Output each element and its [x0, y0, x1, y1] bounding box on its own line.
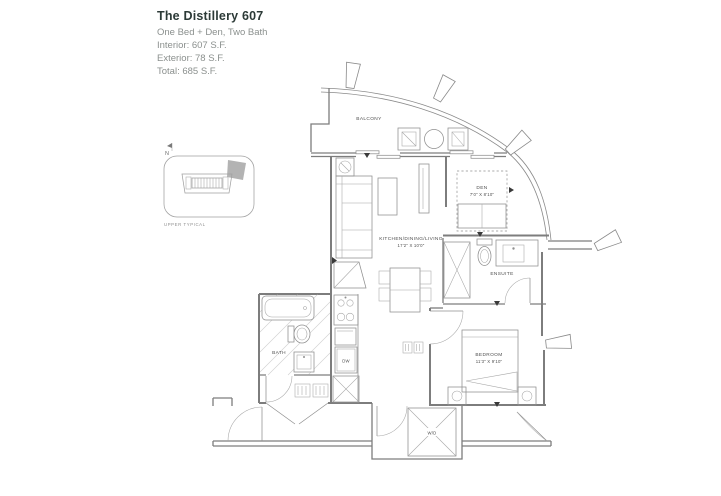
hall-cabinet	[402, 341, 424, 354]
kitchen-peninsula	[333, 261, 367, 289]
facade-fins	[345, 61, 623, 349]
ensuite-door	[504, 277, 531, 304]
curved-facade-glass	[320, 87, 552, 241]
toilet	[287, 324, 311, 344]
bedroom-label: BEDROOM	[475, 352, 502, 358]
balcony-table	[424, 129, 444, 149]
kitchen: DW	[332, 261, 367, 403]
corridor-end-door	[516, 411, 548, 442]
dishwasher-label: DW	[342, 359, 350, 364]
sofa	[335, 175, 373, 259]
kitchen-living-dims: 17'2" X 10'0"	[398, 243, 425, 248]
dining-set	[378, 267, 432, 313]
facade-fin	[593, 229, 623, 252]
dining-chair	[419, 270, 432, 285]
shower	[443, 241, 471, 299]
dining-chair	[378, 270, 391, 285]
balcony-label: BALCONY	[356, 116, 382, 122]
bath-door	[265, 375, 293, 403]
north-compass-icon: N	[165, 143, 173, 157]
laundry-closet: W/D	[407, 407, 457, 457]
interior-area-label: Interior: 607 S.F.	[157, 40, 227, 51]
den-dims: 7'0" X 8'10"	[470, 192, 495, 197]
balcony: BALCONY	[356, 116, 469, 151]
ensuite-toilet	[476, 238, 493, 266]
bedroom-door	[429, 310, 464, 345]
den-label: DEN	[476, 185, 487, 191]
dining-chair	[378, 287, 391, 302]
sliding-door	[355, 150, 495, 159]
dishwasher: DW	[334, 346, 358, 374]
entry-cabinets	[294, 383, 329, 398]
nightstand	[517, 386, 537, 406]
unit-type-label: One Bed + Den, Two Bath	[157, 27, 268, 38]
facade-fin	[545, 333, 573, 349]
nightstand	[447, 386, 467, 406]
exterior-area-label: Exterior: 78 S.F.	[157, 53, 225, 64]
facade-fin	[345, 61, 361, 90]
ensuite: ENSUITE	[443, 238, 539, 299]
building-core	[181, 173, 233, 194]
den-desk	[457, 203, 507, 229]
building-outline	[163, 155, 255, 218]
key-plan-caption: UPPER TYPICAL	[164, 222, 206, 227]
utility-symbol	[335, 157, 355, 177]
corridor-door	[227, 406, 263, 442]
ensuite-vanity	[495, 239, 539, 267]
bath: BATH	[259, 293, 331, 376]
bathtub	[261, 295, 315, 321]
facade-fin	[504, 129, 532, 156]
coffee-table	[377, 177, 398, 216]
den-boundary	[456, 170, 508, 232]
ensuite-label: ENSUITE	[490, 271, 513, 277]
total-area-label: Total: 685 S.F.	[157, 66, 218, 77]
oven	[334, 327, 357, 346]
living-area: KITCHEN/DINING/LIVING 17'2" X 10'0"	[335, 157, 443, 259]
fridge	[332, 375, 360, 403]
bath-label: BATH	[272, 350, 286, 356]
bedroom: BEDROOM 11'3" X 9'10"	[447, 329, 537, 406]
balcony-chair	[447, 127, 469, 151]
page-title: The Distillery 607	[157, 9, 264, 23]
entry-double-door	[265, 402, 329, 425]
tv-console	[418, 163, 430, 214]
kitchen-living-label: KITCHEN/DINING/LIVING	[379, 236, 443, 242]
dining-chair	[419, 287, 432, 302]
walls	[212, 88, 592, 460]
balcony-chair	[397, 127, 421, 151]
facade-fin	[432, 74, 456, 103]
laundry-door	[376, 405, 408, 437]
dimension-ticks	[332, 153, 514, 407]
bath-sink	[293, 351, 315, 373]
den: DEN 7'0" X 8'10"	[456, 170, 508, 232]
compass-label: N	[165, 151, 169, 157]
unit-location-highlight	[227, 160, 246, 180]
key-plan: N UPPER TYPICAL	[163, 143, 255, 227]
bedroom-dims: 11'3" X 9'10"	[476, 359, 503, 364]
bed	[461, 329, 519, 393]
washer-dryer-label: W/D	[428, 431, 437, 436]
title-block: The Distillery 607 One Bed + Den, Two Ba…	[157, 9, 267, 78]
doors	[227, 277, 548, 442]
kitchen-sink-cooktop	[333, 294, 359, 326]
